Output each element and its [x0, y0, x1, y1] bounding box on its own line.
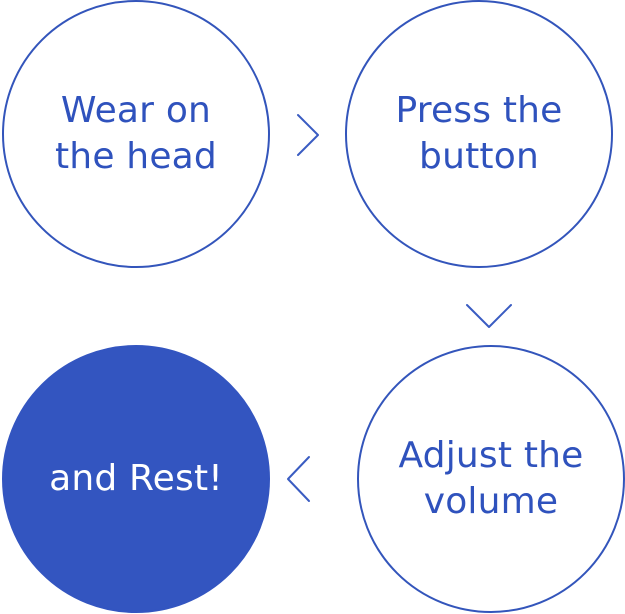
step-label: Wear on the head	[54, 89, 217, 177]
step-label: Adjust the volume	[398, 434, 584, 522]
step-press-button: Press the button	[345, 0, 613, 268]
chevron-left-icon	[287, 456, 310, 502]
step-wear-on-head: Wear on the head	[2, 0, 270, 268]
step-label: and Rest!	[49, 457, 223, 499]
step-adjust-volume: Adjust the volume	[357, 345, 625, 613]
chevron-right-icon	[297, 114, 319, 156]
chevron-down-icon	[466, 304, 512, 328]
step-label: Press the button	[395, 89, 563, 177]
step-and-rest: and Rest!	[2, 345, 270, 613]
